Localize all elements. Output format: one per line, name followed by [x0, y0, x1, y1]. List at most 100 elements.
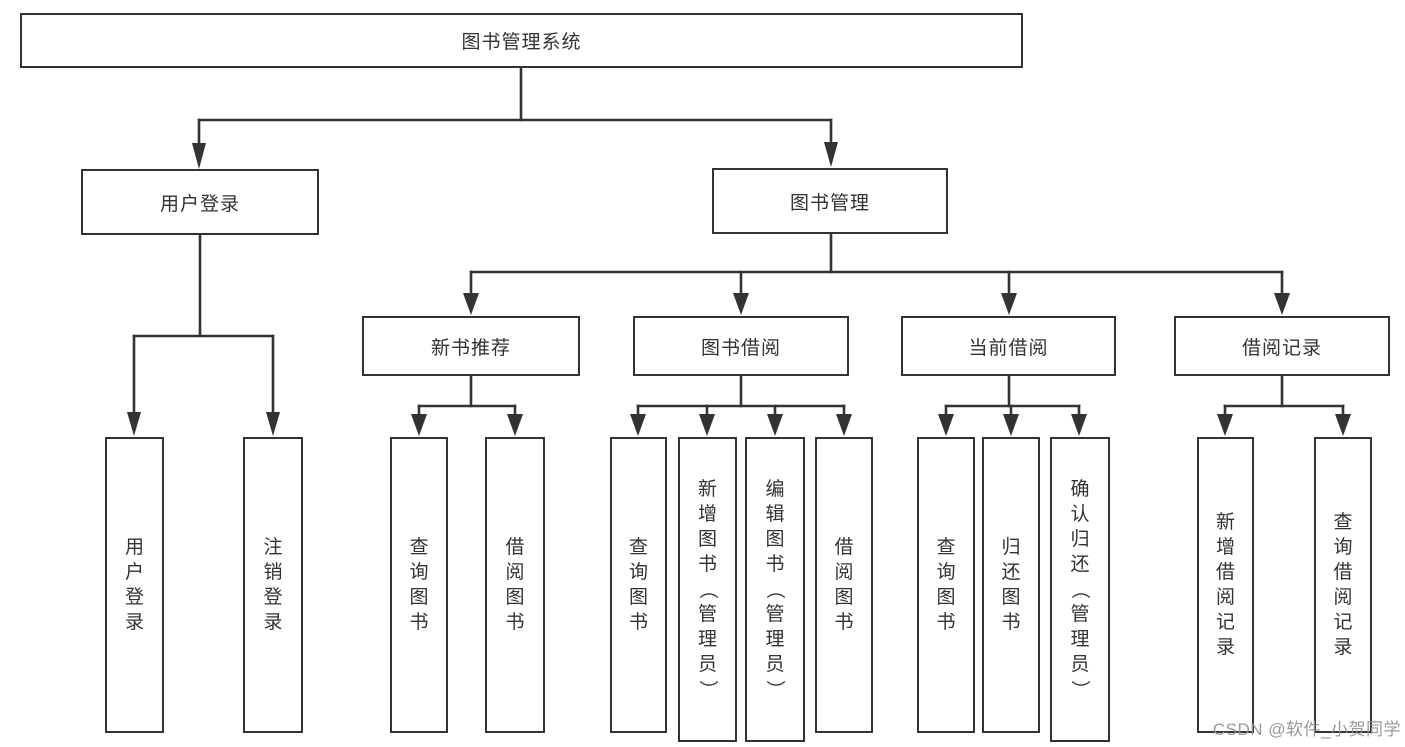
- vertical-char: 查: [1333, 511, 1353, 533]
- vertical-char: 录: [263, 612, 283, 634]
- vertical-char: 图: [936, 587, 956, 608]
- node-leaf-query-books-1: 查询图书: [390, 437, 448, 733]
- vertical-char: ）: [697, 680, 719, 700]
- node-library-management-system: 图书管理系统: [20, 13, 1023, 68]
- vertical-char: 登: [124, 587, 144, 608]
- node-book-management: 图书管理: [712, 168, 948, 234]
- node-leaf-borrow-books-1: 借阅图书: [485, 437, 545, 733]
- vertical-char: 新: [697, 478, 717, 500]
- vertical-char: 书: [765, 553, 785, 575]
- vertical-char: 登: [263, 587, 283, 608]
- vertical-char: （: [1069, 579, 1091, 599]
- vertical-char: 借: [505, 536, 525, 558]
- vertical-char: 询: [936, 561, 956, 583]
- vertical-char: 管: [1070, 604, 1090, 626]
- vertical-char: 销: [263, 561, 283, 583]
- node-leaf-query-borrow-record: 查询借阅记录: [1314, 437, 1372, 733]
- vertical-char: 借: [1333, 561, 1353, 583]
- vertical-char: 辑: [765, 503, 785, 525]
- vertical-char: 查: [936, 536, 956, 558]
- node-borrowing-records: 借阅记录: [1174, 316, 1390, 376]
- vertical-char: 查: [409, 536, 429, 558]
- vertical-char: 询: [1333, 536, 1353, 558]
- vertical-char: 书: [936, 612, 956, 634]
- vertical-char: 图: [628, 587, 648, 608]
- node-current-borrowing: 当前借阅: [901, 316, 1116, 376]
- node-leaf-borrow-books-2: 借阅图书: [815, 437, 873, 733]
- vertical-char: 询: [628, 561, 648, 583]
- vertical-char: 记: [1333, 612, 1353, 634]
- vertical-char: 户: [124, 561, 144, 583]
- vertical-char: 阅: [1215, 587, 1235, 608]
- vertical-char: 图: [1001, 587, 1021, 608]
- node-label: 图书管理系统: [461, 32, 582, 53]
- node-label: 新书推荐: [430, 337, 511, 359]
- vertical-char: 图: [697, 528, 717, 550]
- vertical-char: 记: [1215, 612, 1235, 634]
- vertical-char: 图: [765, 528, 785, 550]
- vertical-char: 书: [628, 612, 648, 634]
- vertical-char: 还: [1001, 561, 1021, 583]
- vertical-char: 员: [1070, 654, 1090, 676]
- vertical-char: 管: [765, 604, 785, 626]
- vertical-char: 用: [124, 536, 144, 558]
- vertical-char: 认: [1070, 503, 1090, 525]
- vertical-char: （: [697, 579, 719, 599]
- vertical-char: ）: [1069, 680, 1091, 700]
- node-new-book-recommend: 新书推荐: [362, 316, 580, 376]
- vertical-char: 图: [834, 587, 854, 608]
- vertical-char: 归: [1070, 528, 1090, 550]
- vertical-char: 归: [1001, 536, 1021, 558]
- node-leaf-add-books-admin: 新增图书 （ 管理员 ）: [678, 437, 737, 742]
- node-book-borrowing: 图书借阅: [633, 316, 849, 376]
- vertical-char: 录: [1215, 637, 1235, 659]
- node-label: 用户登录: [159, 193, 240, 215]
- vertical-char: 图: [505, 587, 525, 608]
- node-leaf-query-books-2: 查询图书: [610, 437, 667, 733]
- vertical-char: 录: [1333, 637, 1353, 659]
- node-label: 图书借阅: [700, 337, 781, 359]
- vertical-char: 员: [765, 654, 785, 676]
- csdn-watermark: CSDN @软件_小贺同学: [1212, 720, 1401, 739]
- vertical-char: 书: [834, 612, 854, 634]
- vertical-char: 增: [697, 503, 717, 525]
- vertical-char: 阅: [1333, 587, 1353, 608]
- node-user-login: 用户登录: [81, 169, 319, 235]
- node-leaf-add-borrow-record: 新增借阅记录: [1197, 437, 1254, 733]
- node-leaf-confirm-return-admin: 确认归还（管理员）: [1050, 437, 1110, 742]
- vertical-char: 阅: [505, 561, 525, 583]
- vertical-char: 书: [409, 612, 429, 634]
- vertical-char: 书: [1001, 612, 1021, 634]
- vertical-char: 新: [1215, 511, 1235, 533]
- vertical-char: 员: [697, 654, 717, 676]
- vertical-char: 书: [697, 553, 717, 575]
- vertical-char: 借: [834, 536, 854, 558]
- node-leaf-edit-books-admin: 编辑图书（管理员）: [745, 437, 805, 742]
- vertical-char: 理: [697, 629, 717, 651]
- vertical-char: 书: [505, 612, 525, 634]
- vertical-char: 确: [1070, 478, 1090, 500]
- vertical-char: 增: [1215, 536, 1235, 558]
- node-leaf-user-login: 用户登录: [105, 437, 164, 733]
- vertical-char: 借: [1215, 561, 1235, 583]
- vertical-char: 阅: [834, 561, 854, 583]
- node-label: 当前借阅: [968, 337, 1049, 359]
- vertical-char: （: [764, 579, 786, 599]
- vertical-char: 管: [697, 604, 717, 626]
- vertical-char: 录: [124, 612, 144, 634]
- vertical-char: 理: [1070, 629, 1090, 651]
- vertical-char: 询: [409, 561, 429, 583]
- vertical-char: ）: [764, 680, 786, 700]
- vertical-char: 图: [409, 587, 429, 608]
- node-label: 图书管理: [789, 192, 870, 214]
- node-label: 借阅记录: [1241, 337, 1322, 359]
- arrowheads: [127, 142, 1351, 436]
- vertical-char: 注: [263, 536, 283, 558]
- vertical-char: 编: [765, 478, 785, 500]
- node-leaf-logout: 注销登录: [243, 437, 303, 733]
- node-leaf-query-books-3: 查询图书: [917, 437, 975, 733]
- vertical-char: 查: [628, 536, 648, 558]
- node-leaf-return-books: 归还图书: [982, 437, 1040, 733]
